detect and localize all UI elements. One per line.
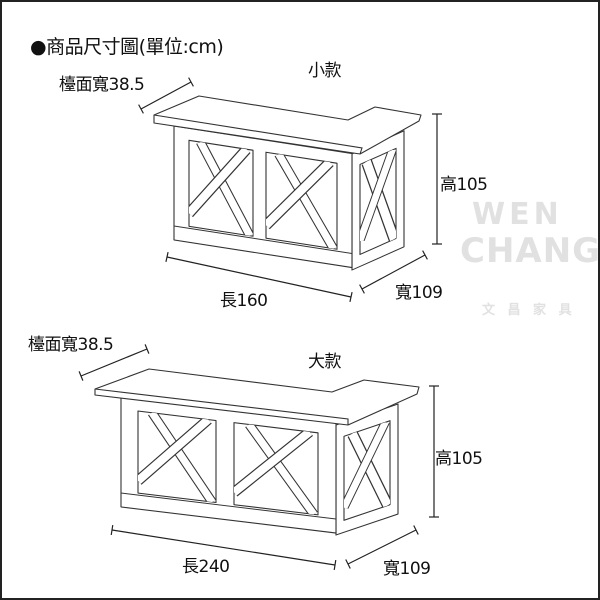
watermark-wen: WEN bbox=[472, 197, 563, 232]
brace-fill bbox=[197, 140, 253, 237]
small-countertop bbox=[153, 95, 422, 155]
small-front-panel-1-braces bbox=[189, 140, 253, 237]
large-front-panel-1-braces bbox=[138, 411, 216, 503]
small-length-label: 長160 bbox=[220, 291, 268, 311]
large-countertop-edge bbox=[94, 388, 349, 425]
large-front-face bbox=[120, 396, 337, 534]
large-dimension-line-0-end bbox=[144, 344, 150, 354]
small-model-label: 小款 bbox=[308, 61, 342, 81]
brace-fill bbox=[266, 159, 333, 229]
brace-fill bbox=[344, 421, 389, 509]
small-side-panel-braces bbox=[360, 149, 396, 243]
brace-fill bbox=[148, 411, 216, 503]
page-title: ●商品尺寸圖(單位:cm) bbox=[30, 36, 224, 58]
small-top-width-label: 檯面寬38.5 bbox=[59, 75, 145, 95]
large-model-label: 大款 bbox=[308, 352, 342, 372]
large-dimension-line-3-end bbox=[345, 559, 351, 569]
small-dimension-line-0-end bbox=[138, 104, 144, 114]
large-front-panel-2-braces bbox=[234, 422, 318, 515]
large-side-face bbox=[335, 403, 399, 536]
small-dimension-line-3 bbox=[361, 254, 426, 290]
small-dimension-line-2-end bbox=[349, 291, 353, 303]
large-dimension-line-2-end bbox=[110, 524, 114, 536]
large-width-label: 寬109 bbox=[383, 559, 431, 579]
large-height-label: 高105 bbox=[435, 449, 483, 469]
brace-fill bbox=[348, 430, 390, 509]
small-countertop-edge bbox=[153, 114, 363, 155]
large-dimension-line-3-end bbox=[413, 525, 419, 535]
brace-fill bbox=[246, 422, 317, 515]
small-bottom-rail bbox=[174, 225, 352, 255]
small-dimension-line-3-end bbox=[422, 250, 428, 260]
watermark-brand: 文 昌 家 具 bbox=[482, 303, 576, 318]
large-length-label: 長240 bbox=[182, 557, 230, 577]
small-dimension-line-0 bbox=[140, 81, 192, 110]
large-dimension-line-3 bbox=[347, 529, 417, 565]
small-front-panel-2-braces bbox=[266, 152, 337, 250]
large-dimension-line-0 bbox=[80, 348, 148, 377]
small-dimension-line-2 bbox=[166, 256, 352, 298]
large-dimension-line-2 bbox=[111, 529, 336, 566]
small-dimension-line-3-end bbox=[359, 284, 365, 294]
small-height-label: 高105 bbox=[440, 175, 488, 195]
small-width-label: 寬109 bbox=[395, 283, 443, 303]
brace-fill bbox=[189, 146, 250, 217]
brace-fill bbox=[138, 416, 211, 484]
large-bottom-rail bbox=[121, 492, 336, 520]
watermark-chang: CHANG bbox=[460, 231, 600, 271]
large-side-panel-braces bbox=[344, 421, 390, 510]
small-side-face bbox=[351, 130, 405, 271]
large-dimension-line-2-end bbox=[333, 559, 337, 571]
small-dimension-line-0-end bbox=[188, 77, 194, 87]
brace-fill bbox=[234, 428, 313, 496]
brace-fill bbox=[360, 149, 396, 242]
brace-fill bbox=[275, 152, 337, 250]
large-countertop bbox=[94, 368, 420, 426]
large-top-width-label: 檯面寬38.5 bbox=[28, 335, 114, 355]
large-dimension-line-0-end bbox=[78, 371, 84, 381]
small-dimension-line-2-end bbox=[165, 251, 169, 263]
brace-fill bbox=[362, 158, 396, 243]
